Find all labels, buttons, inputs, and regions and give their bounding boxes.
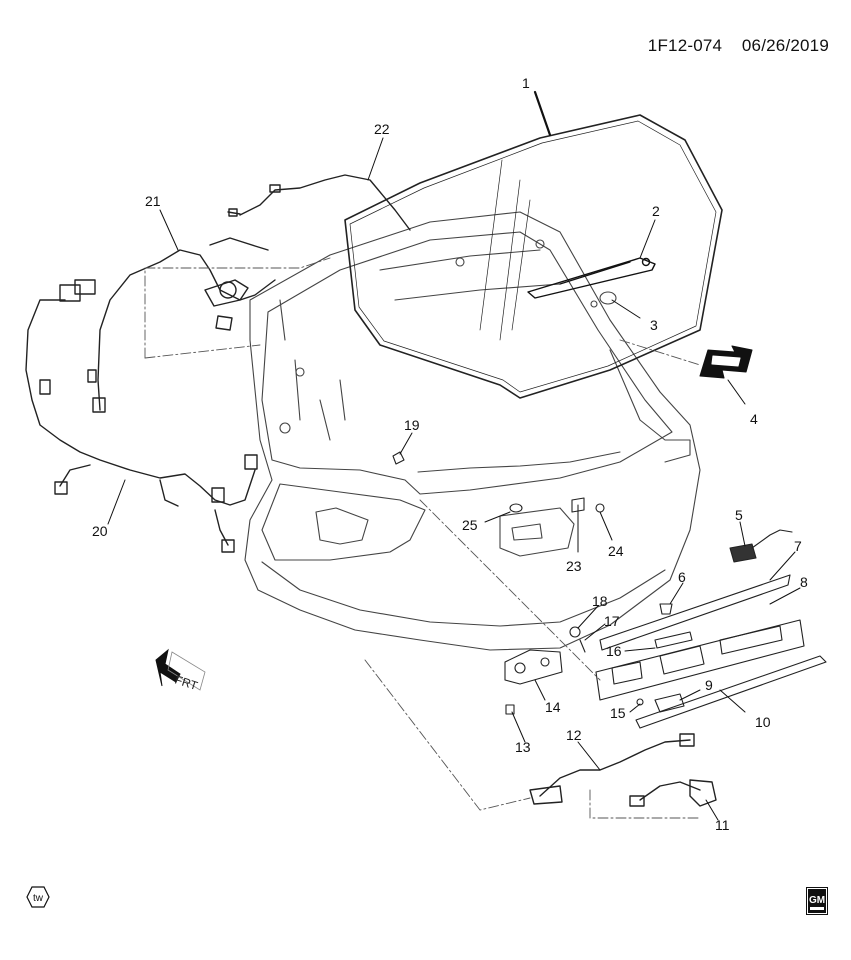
callout-18: 18 [592,593,608,609]
callout-20: 20 [92,523,108,539]
callout-1: 1 [522,75,530,91]
liftgate-applique [595,574,827,729]
callout-9: 9 [705,677,713,693]
callout-17: 17 [604,613,620,629]
liftgate-harness [25,284,258,553]
wiper-motor-harness [227,174,411,231]
leader-lines [107,90,801,821]
callout-11: 11 [715,817,730,833]
callout-6: 6 [678,569,686,585]
callout-8: 8 [800,574,808,590]
callout-2: 2 [652,203,660,219]
relation-lines [144,257,701,819]
wiper-arm [527,257,656,299]
bowtie-emblem [699,345,753,379]
callout-14: 14 [545,699,561,715]
front-direction-indicator: FRT [155,648,206,694]
roof-harness [74,237,276,413]
callout-16: 16 [606,643,622,659]
fasteners [392,451,673,706]
diagram-date: 06/26/2019 [741,36,829,55]
callout-5: 5 [735,507,743,523]
callout-19: 19 [404,417,420,433]
diagram-code: 1F12-074 [647,36,723,55]
callout-3: 3 [650,317,658,333]
liftgate-panel [244,211,701,651]
callout-13: 13 [515,739,531,755]
gm-logo: GM [806,887,828,915]
callout-10: 10 [755,714,771,730]
license-lamp-harness [529,733,717,807]
rear-camera [654,529,793,713]
front-label: FRT [173,673,200,694]
gm-logo-text: GM [809,895,825,906]
diagram-header: 1F12-074 06/26/2019 [648,36,829,56]
tw-badge-label: tw [33,893,44,904]
tw-badge: tw [26,886,50,908]
rear-window-glass [344,114,723,399]
callout-7: 7 [794,538,802,554]
wiper-nut-cap [590,291,617,308]
callout-12: 12 [566,727,582,743]
callout-labels: 1 2 3 4 5 6 7 8 9 10 11 12 13 14 15 16 1… [92,75,808,833]
callout-23: 23 [566,558,582,574]
callout-25: 25 [462,517,478,533]
callout-21: 21 [145,193,161,209]
callout-4: 4 [750,411,758,427]
callout-24: 24 [608,543,624,559]
callout-22: 22 [374,121,390,137]
callout-15: 15 [610,705,626,721]
liftgate-latch [504,649,563,715]
